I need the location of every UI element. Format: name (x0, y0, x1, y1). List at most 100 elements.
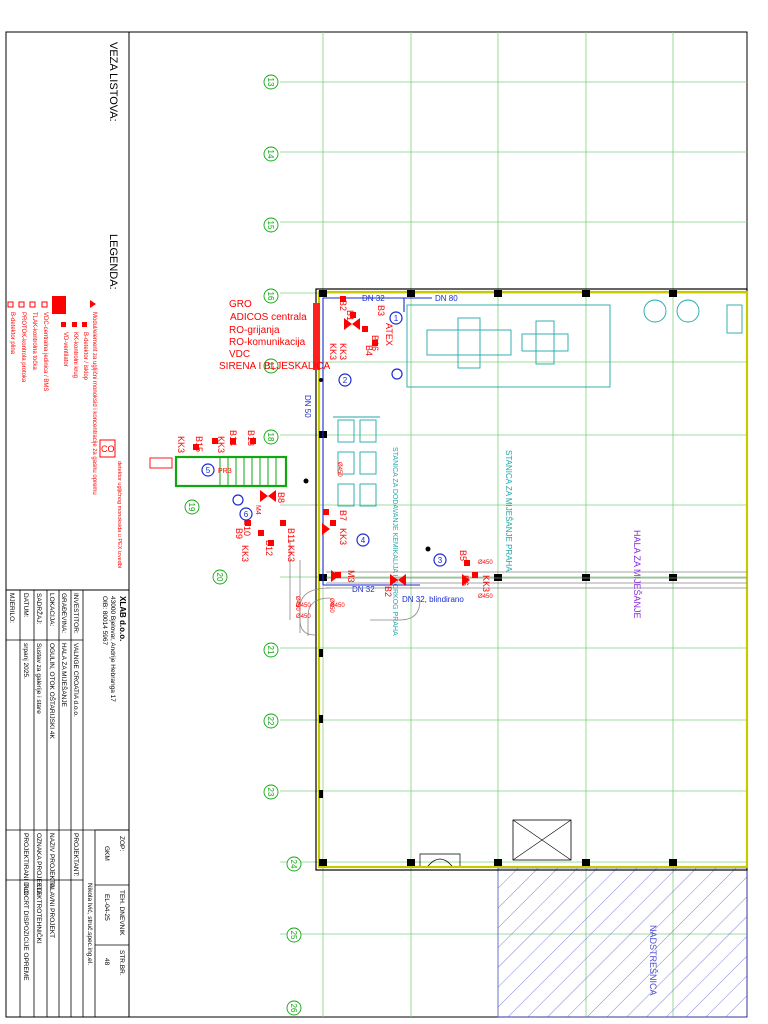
dn32-label: DN 32 (352, 585, 375, 594)
row-gradevina-value: HALA ZA MIJEŠANJE (60, 643, 69, 708)
svg-text:B7: B7 (338, 510, 348, 521)
svg-text:KK3: KK3 (286, 545, 296, 562)
hall-label: HALA ZA MIJEŠANJE (632, 530, 642, 619)
row-oznaka-label: OZNAKA PROJEKTA: (35, 833, 42, 897)
grid-axis-bubbles: 13 14 15 16 17 18 19 20 21 22 23 24 25 2… (184, 74, 302, 1016)
device-cluster-mid: B7 KK3 M3 B2 Ø450 Ø450 Ø450 Ø450 Ø450 Ø4… (294, 462, 406, 620)
svg-text:B1: B1 (345, 310, 355, 321)
svg-text:M4: M4 (254, 505, 261, 515)
svg-text:6: 6 (244, 510, 249, 519)
svg-text:KK3: KK3 (176, 436, 186, 453)
svg-text:KK3: KK3 (216, 436, 226, 453)
axis-25: 25 (289, 931, 298, 940)
axis-22: 22 (266, 717, 275, 726)
dnevnik-value: EL-04-25 (103, 894, 110, 921)
svg-text:B2: B2 (338, 300, 348, 311)
svg-text:B11: B11 (286, 528, 296, 543)
row-datum-value: srpanj 2025. (22, 643, 29, 679)
row-dio-value: TLOCRT DISPOZICIJE OPREME (22, 883, 29, 981)
svg-text:Ø450: Ø450 (330, 603, 345, 609)
zop-value: GKM (103, 846, 110, 861)
device-cluster-right: B5 B6 KK3 Ø450 Ø450 (458, 550, 493, 600)
svg-text:B14: B14 (228, 430, 238, 446)
chemical-station (333, 416, 380, 507)
svg-text:B8: B8 (276, 492, 286, 503)
axis-24: 24 (289, 860, 298, 869)
label-vdc: VDC (229, 349, 250, 360)
row-datum-label: DATUM: (22, 593, 29, 618)
title-block-texts: XLAB d.o.o. 43000 Bjelovar, Andrije Hebr… (8, 593, 127, 981)
svg-text:Ø450: Ø450 (478, 594, 493, 600)
veza-listova-title: VEZA LISTOVA: (107, 42, 119, 122)
axis-19: 19 (187, 503, 196, 512)
panel-stack (313, 303, 320, 370)
axis-17: 17 (266, 362, 275, 371)
detector-dots (303, 378, 431, 552)
svg-text:B12: B12 (264, 540, 274, 556)
row-oznaka-value: ELEKTROTEHNIČKI (35, 883, 44, 944)
str-value: 48 (103, 958, 110, 966)
axis-21: 21 (266, 646, 275, 655)
svg-text:KK3: KK3 (338, 343, 348, 360)
row-investitor-value: VALNGE CROATIA d.o.o. (72, 643, 79, 717)
legend-item-0: Modul/element za ugljični monoksid i kon… (91, 312, 97, 495)
svg-text:Ø450: Ø450 (328, 598, 334, 613)
chemical-station-label: STANICA ZA DODAVANJE KEMIKALIJA I ĐORKOG… (391, 447, 398, 636)
svg-text:3: 3 (438, 556, 443, 565)
title-block (6, 589, 129, 1017)
svg-text:B10: B10 (242, 520, 252, 536)
svg-text:Ø450: Ø450 (478, 560, 493, 566)
axis-23: 23 (266, 788, 275, 797)
svg-text:B13: B13 (246, 430, 256, 446)
axis-14: 14 (266, 150, 275, 159)
svg-text:4: 4 (361, 536, 366, 545)
numbered-circles: 1 2 3 4 5 6 (201, 311, 447, 567)
svg-text:B6: B6 (460, 575, 470, 586)
company-address: 43000 Bjelovar, Andrije Hebranga 17 (109, 596, 116, 702)
ducts (289, 540, 747, 636)
building-walls (315, 288, 749, 871)
svg-text:M3: M3 (346, 570, 356, 583)
svg-text:B15: B15 (194, 436, 204, 452)
legend-item-4: VDC-centralna jedinica / BMS (42, 312, 48, 391)
svg-text:B3: B3 (376, 305, 386, 316)
label-sirena: SIRENA I BLJESKALICA (219, 361, 330, 372)
label-gro: GRO (229, 299, 252, 310)
svg-text:Ø450: Ø450 (296, 614, 311, 620)
legend-item-3: VD-ventilator (62, 332, 68, 367)
svg-text:ATEX: ATEX (384, 323, 394, 346)
canopy-label: NADSTREŠNICA (648, 925, 658, 996)
canopy-hatch (497, 867, 748, 1018)
label-ro-komunikacija: RO-komunikacija (229, 337, 306, 348)
svg-text:1: 1 (394, 314, 399, 323)
mixing-station-label: STANICA ZA MIJEŠANJE PRAHA (504, 450, 513, 572)
svg-text:KK3: KK3 (240, 545, 250, 562)
legend-symbols (7, 296, 96, 327)
device-cluster-top: B1 B2 B3 B4 B16 KK3 KK3 ATEX (328, 296, 394, 360)
axis-18: 18 (266, 433, 275, 442)
mixing-station (406, 299, 743, 388)
label-adicos: ADICOS centrala (230, 312, 307, 323)
dn50-label: DN 50 (303, 395, 312, 418)
row-naziv-label: NAZIV PROJEKTA: (48, 833, 55, 890)
row-gradevina-label: GRAĐEVINA: (60, 593, 67, 633)
axis-13: 13 (266, 78, 275, 87)
svg-text:2: 2 (343, 376, 348, 385)
svg-text:KK3: KK3 (338, 528, 348, 545)
axis-26: 26 (289, 1004, 298, 1013)
svg-text:Ø450: Ø450 (296, 603, 311, 609)
row-sadrzaj-label: SADRŽAJ: (35, 593, 44, 625)
company-name: XLAB d.o.o. (118, 596, 127, 641)
svg-text:KK3: KK3 (328, 343, 338, 360)
green-skid: PR3 (149, 455, 288, 488)
row-projektant-value: Nikola Ivić, struč.spec.ing.el. (86, 883, 93, 965)
equipment-box (512, 819, 572, 861)
axis-15: 15 (266, 221, 275, 230)
company-oib: OIB: 80014 5967 (101, 596, 108, 646)
grid-lines (280, 32, 747, 1017)
legend-item-1: B-detektor / isklop (82, 332, 88, 381)
svg-text:B16: B16 (370, 335, 380, 351)
row-lokacija-label: LOKACIJA: (48, 593, 55, 626)
row-projektant-label: PROJEKTANT: (72, 833, 79, 877)
